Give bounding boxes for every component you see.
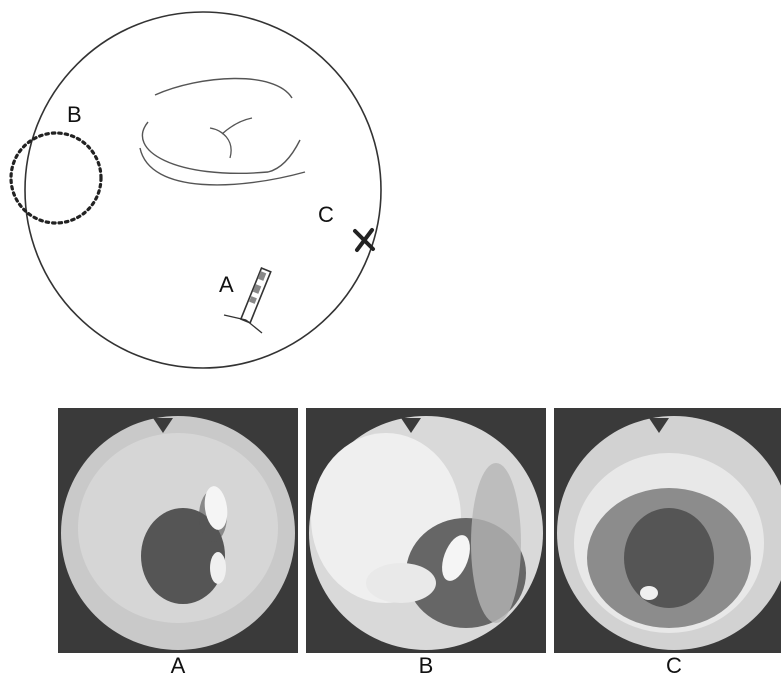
view-c-bright-object bbox=[640, 586, 658, 600]
label-c: C bbox=[318, 204, 334, 226]
label-a: A bbox=[219, 274, 234, 296]
caption-c: C bbox=[554, 655, 781, 677]
caption-b: B bbox=[306, 655, 546, 677]
endoscopic-view-a bbox=[58, 408, 298, 653]
curve-y bbox=[210, 118, 252, 158]
marker-c-cross bbox=[355, 230, 373, 250]
curve-upper bbox=[155, 78, 292, 98]
label-b: B bbox=[67, 104, 82, 126]
view-c-dark-region bbox=[624, 508, 714, 608]
curve-middle bbox=[142, 122, 300, 173]
schematic-diagram bbox=[0, 0, 781, 380]
region-b-dashed-circle bbox=[11, 133, 101, 223]
endoscopic-view-b bbox=[306, 408, 546, 653]
endoscopic-view-c bbox=[554, 408, 781, 653]
caption-a: A bbox=[58, 655, 298, 677]
outer-circle bbox=[25, 12, 381, 368]
